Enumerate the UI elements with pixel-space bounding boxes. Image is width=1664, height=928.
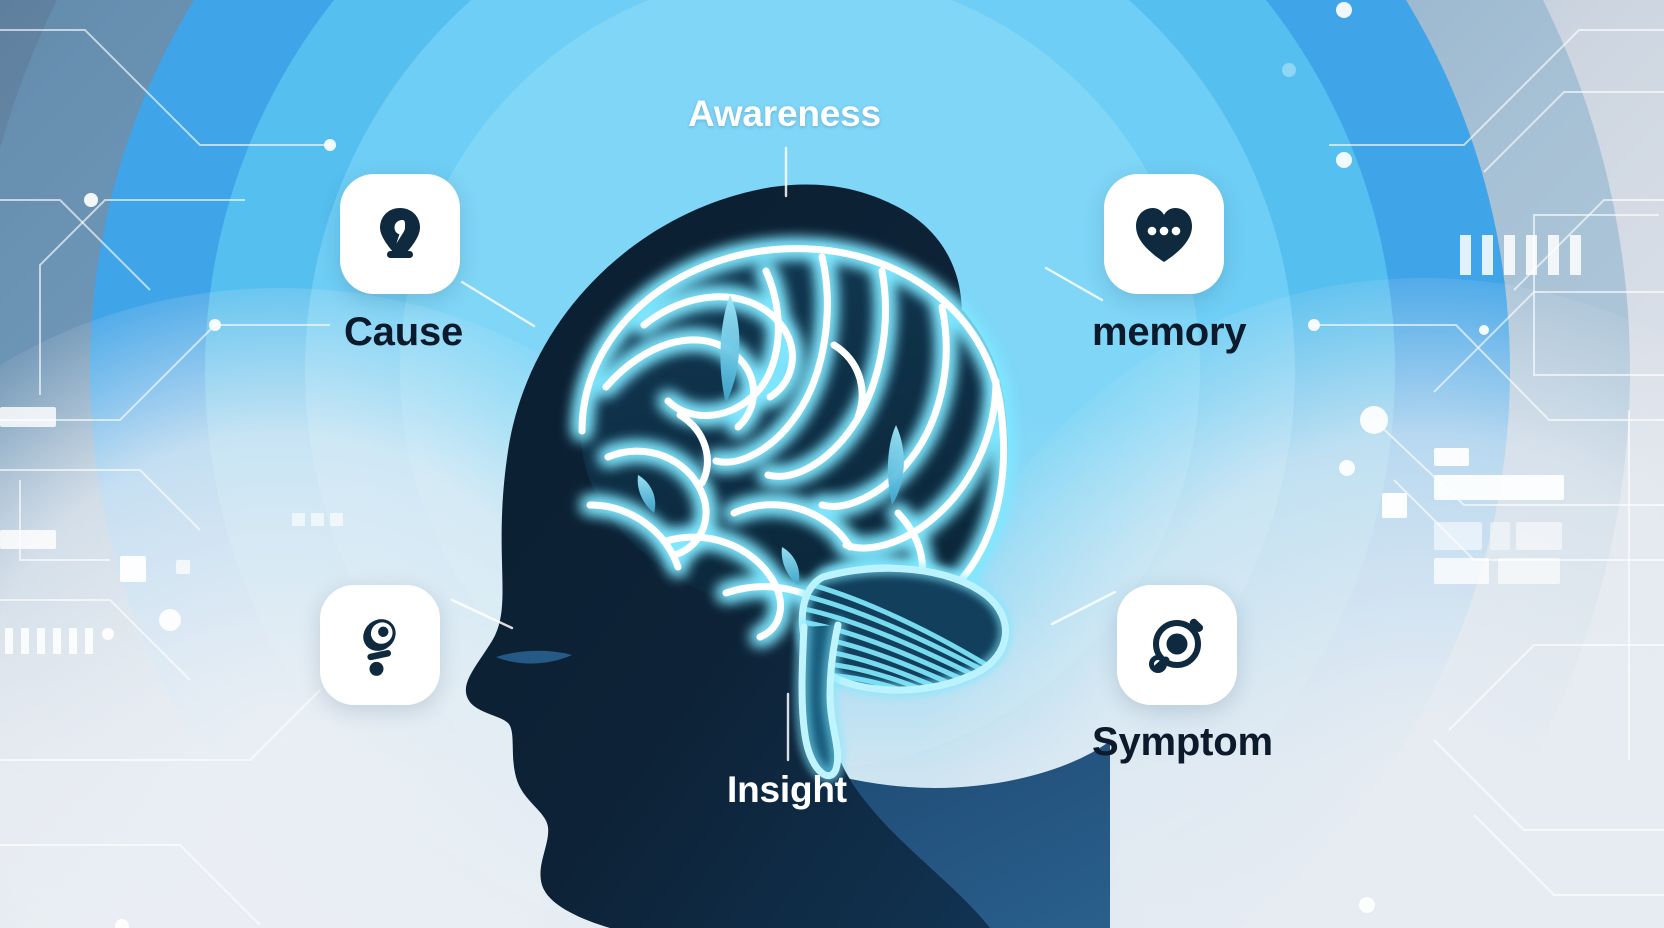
heart-chat-dots-icon <box>1132 204 1196 264</box>
symptom-icon-card[interactable] <box>1117 585 1237 705</box>
brain-gyri-strokes <box>578 245 1008 641</box>
brain-graphic <box>573 240 1014 784</box>
target-scope-icon <box>1145 613 1209 677</box>
node-memory-label: memory <box>1092 310 1247 354</box>
brain-inner-accents <box>637 295 904 585</box>
location-pin-icon <box>369 203 431 265</box>
probe-icon-card[interactable] <box>320 585 440 705</box>
node-symptom-label: Symptom <box>1092 720 1273 764</box>
memory-icon-card[interactable] <box>1104 174 1224 294</box>
head-brain-illustration <box>430 175 1110 928</box>
cause-icon-card[interactable] <box>340 174 460 294</box>
node-awareness-label: Awareness <box>688 93 881 134</box>
lip-highlight <box>496 650 572 664</box>
magnifier-probe-icon <box>348 613 412 677</box>
node-cause-label: Cause <box>344 310 464 354</box>
node-insight-label: Insight <box>727 769 847 810</box>
